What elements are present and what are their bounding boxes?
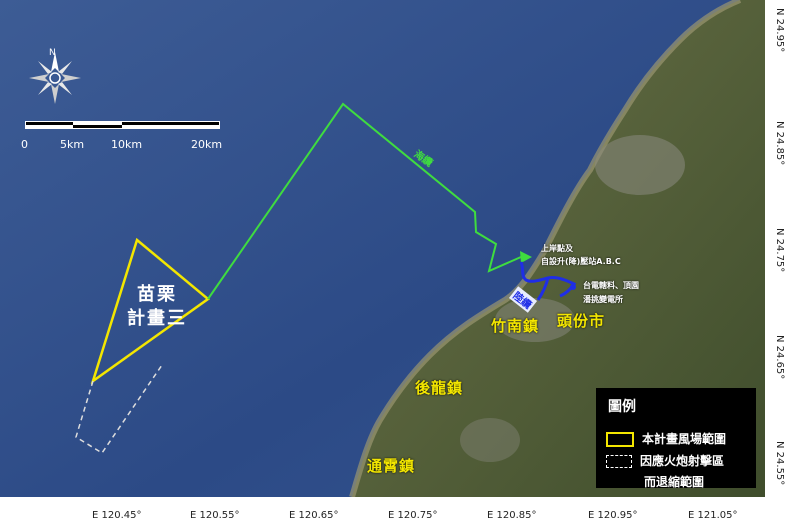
lon-label-120-45: E 120.45°	[92, 510, 142, 521]
lon-label-121-05: E 121.05°	[688, 510, 738, 521]
bottom-margin	[0, 497, 800, 527]
legend-wind-farm-label: 本計畫風場範圍	[642, 432, 727, 446]
lon-label-120-75: E 120.75°	[388, 510, 438, 521]
planned-zone-label-line1: 苗栗	[137, 284, 177, 305]
planned-zone-label-line2: 計畫三	[127, 308, 187, 329]
lon-label-120-55: E 120.55°	[190, 510, 240, 521]
landing-point-note-line2: 自設升(降)壓站A.B.C	[541, 257, 621, 266]
north-arrow-icon	[29, 52, 81, 104]
substation-note-line2: 潘挑變電所	[583, 295, 623, 304]
scale-label-20km: 20km	[191, 138, 223, 151]
lat-label-24-65: N 24.65°	[774, 335, 785, 380]
artillery-setback-zone[interactable]	[75, 364, 163, 455]
lat-label-24-75: N 24.75°	[774, 228, 785, 273]
scale-label-5km: 5km	[60, 138, 85, 151]
planned-wind-farm-zone[interactable]	[90, 237, 211, 385]
scale-label-0: 0	[21, 138, 28, 151]
scale-bar	[25, 121, 220, 129]
legend-setback-label-line2: 而退縮範圍	[644, 475, 705, 489]
lat-label-24-85: N 24.85°	[774, 121, 785, 166]
urban-area-north	[595, 135, 685, 195]
legend-setback-label-line1: 因應火炮射擊區	[640, 454, 725, 468]
right-margin	[765, 0, 800, 527]
legend-item-wind-farm: 本計畫風場範圍	[606, 430, 726, 447]
place-toufen: 頭份市	[557, 312, 606, 330]
landing-point-note-line1: 上岸點及	[541, 244, 573, 253]
legend-item-setback: 因應火炮射擊區	[606, 452, 724, 469]
map-legend: 圖例 本計畫風場範圍 因應火炮射擊區 而退縮範圍	[596, 388, 756, 489]
lon-label-120-85: E 120.85°	[487, 510, 537, 521]
planned-zone-label: 苗栗 計畫三	[117, 283, 197, 331]
scale-label-10km: 10km	[111, 138, 143, 151]
substation-marker	[570, 284, 576, 290]
landing-point-marker	[520, 251, 532, 263]
coastline	[349, 0, 742, 498]
legend-dashed-swatch	[606, 455, 632, 468]
legend-yellow-swatch	[606, 432, 634, 447]
place-houlong: 後龍鎮	[415, 379, 464, 397]
legend-title: 圖例	[608, 399, 636, 415]
substation-note-line1: 台電轄料、頂園	[583, 281, 639, 290]
lon-label-120-95: E 120.95°	[588, 510, 638, 521]
place-tongxiao: 通霄鎮	[367, 457, 416, 475]
lon-label-120-65: E 120.65°	[289, 510, 339, 521]
urban-area-zhunan	[495, 298, 575, 342]
north-label: N	[49, 48, 56, 58]
place-zhunan: 竹南鎮	[491, 317, 540, 335]
sea-cable-route[interactable]	[207, 102, 522, 300]
land-cable-route[interactable]	[519, 261, 577, 301]
lat-label-24-95: N 24.95°	[774, 8, 785, 53]
urban-area-south	[460, 418, 520, 462]
lat-label-24-55: N 24.55°	[774, 441, 785, 486]
land-area	[352, 0, 765, 497]
